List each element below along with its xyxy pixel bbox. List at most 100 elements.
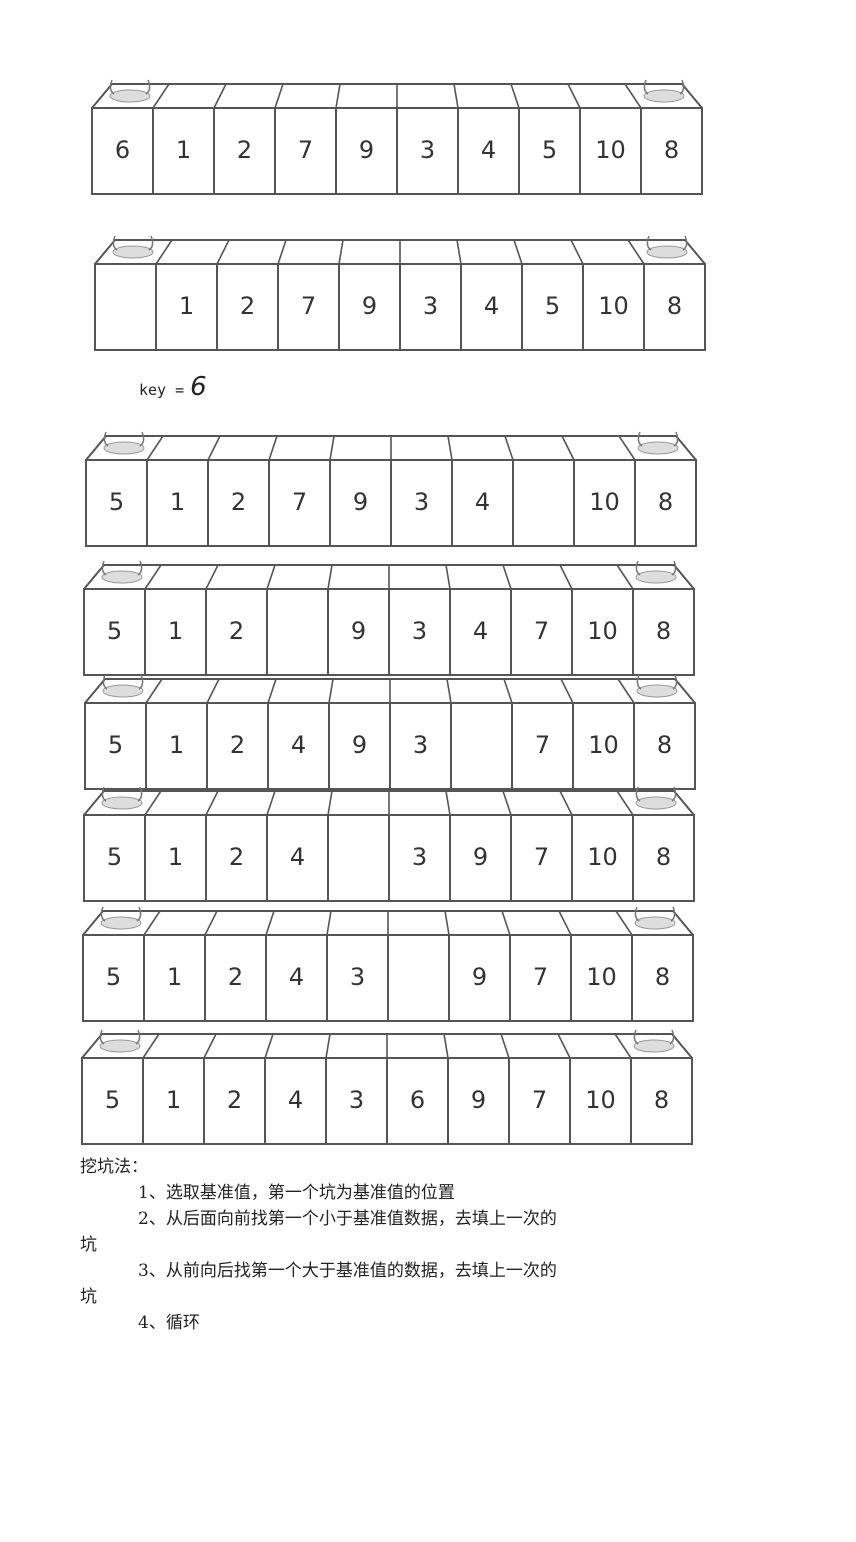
right-cap-hook-icon — [635, 786, 677, 802]
right-cap-icon — [633, 1039, 675, 1053]
cell-value: 7 — [534, 617, 549, 645]
right-cap-hook-icon — [633, 1029, 675, 1045]
cell-value: 5 — [107, 843, 122, 871]
cell-value: 9 — [472, 963, 487, 991]
cell-value: 5 — [106, 963, 121, 991]
cell-value: 7 — [532, 1086, 547, 1114]
step-2-wrap: 坑 — [80, 1235, 97, 1255]
cell-value: 10 — [586, 963, 617, 991]
cell-top-divider — [213, 83, 227, 109]
cell-value: 3 — [414, 488, 429, 516]
cell-value: 4 — [288, 1086, 303, 1114]
cell-value: 7 — [292, 488, 307, 516]
right-cap-icon — [635, 796, 677, 810]
cell-top-divider — [501, 910, 511, 936]
cell-top-divider — [614, 1033, 632, 1059]
cell-top-divider — [513, 239, 523, 265]
right-cap-icon — [646, 245, 688, 259]
cell-value: 7 — [535, 731, 550, 759]
cell-value: 2 — [229, 617, 244, 645]
cell-top-divider — [329, 435, 335, 461]
cell-value: 3 — [423, 292, 438, 320]
left-cap-icon — [112, 245, 154, 259]
cell-value: 1 — [169, 731, 184, 759]
cell-value: 4 — [484, 292, 499, 320]
cell-top-divider — [216, 239, 230, 265]
cell-value: 3 — [412, 617, 427, 645]
cell-value: 7 — [534, 843, 549, 871]
cell-top-divider — [624, 83, 642, 109]
method-notes: 挖坑法： 1、选取基准值，第一个坑为基准值的位置 2、从后面向前找第一个小于基准… — [80, 1154, 640, 1336]
left-cap-hook-icon — [101, 786, 143, 802]
cell-top-divider — [615, 910, 633, 936]
cell-top-divider — [502, 564, 512, 590]
cell-top-divider — [264, 1033, 274, 1059]
cell-value: 5 — [545, 292, 560, 320]
cell-value: 10 — [598, 292, 629, 320]
cell-top-divider — [328, 678, 334, 704]
cell-value: 8 — [655, 963, 670, 991]
cell-value: 6 — [410, 1086, 425, 1114]
cell-top-divider — [559, 564, 573, 590]
left-cap-icon — [99, 1039, 141, 1053]
left-cap-hook-icon — [112, 235, 154, 251]
left-cap-hook-icon — [103, 431, 145, 447]
left-cap-icon — [100, 916, 142, 930]
cell-value: 5 — [542, 136, 557, 164]
cell-value: 10 — [587, 843, 618, 871]
cell-top-divider — [559, 790, 573, 816]
cell-value: 1 — [179, 292, 194, 320]
cell-top-divider — [266, 564, 276, 590]
cell-value: 4 — [289, 963, 304, 991]
cell-top-divider — [445, 564, 451, 590]
left-cap-icon — [103, 441, 145, 455]
cell-top-divider — [335, 83, 341, 109]
cell-top-divider — [155, 239, 173, 265]
cell-top-divider — [326, 910, 332, 936]
left-cap-icon — [101, 570, 143, 584]
step-1: 1、选取基准值，第一个坑为基准值的位置 — [138, 1183, 455, 1203]
cell-value: 2 — [227, 1086, 242, 1114]
cell-top-divider — [503, 678, 513, 704]
cell-value: 9 — [351, 617, 366, 645]
right-cap-icon — [643, 89, 685, 103]
cell-value: 9 — [471, 1086, 486, 1114]
cell-value: 8 — [657, 731, 672, 759]
cell-top-divider — [145, 678, 163, 704]
cell-value: 2 — [240, 292, 255, 320]
left-cap-icon — [101, 796, 143, 810]
cell-top-divider — [144, 790, 162, 816]
step-4: 4、循环 — [138, 1313, 200, 1333]
right-cap-hook-icon — [635, 560, 677, 576]
cell-top-divider — [558, 910, 572, 936]
right-cap-hook-icon — [634, 906, 676, 922]
cell-top-divider — [616, 790, 634, 816]
cell-value: 2 — [229, 843, 244, 871]
key-value: 6 — [190, 372, 207, 402]
cell-top-divider — [510, 83, 520, 109]
step-2: 2、从后面向前找第一个小于基准值数据，去填上一次的 — [138, 1209, 557, 1229]
cell-top-divider — [327, 790, 333, 816]
cell-top-divider — [142, 1033, 160, 1059]
notes-title: 挖坑法： — [80, 1157, 148, 1177]
cell-value: 3 — [350, 963, 365, 991]
cell-value: 4 — [475, 488, 490, 516]
cell-top-divider — [456, 239, 462, 265]
cell-top-divider — [327, 564, 333, 590]
cell-value: 9 — [352, 731, 367, 759]
cell-value: 5 — [108, 731, 123, 759]
cell-top-divider — [618, 435, 636, 461]
cell-top-divider — [443, 1033, 449, 1059]
cell-value: 3 — [412, 843, 427, 871]
cell-top-divider — [277, 239, 287, 265]
left-cap-hook-icon — [109, 79, 151, 95]
cell-top-divider — [446, 678, 452, 704]
cell-value: 10 — [589, 488, 620, 516]
cell-value: 8 — [654, 1086, 669, 1114]
cell-value: 2 — [231, 488, 246, 516]
